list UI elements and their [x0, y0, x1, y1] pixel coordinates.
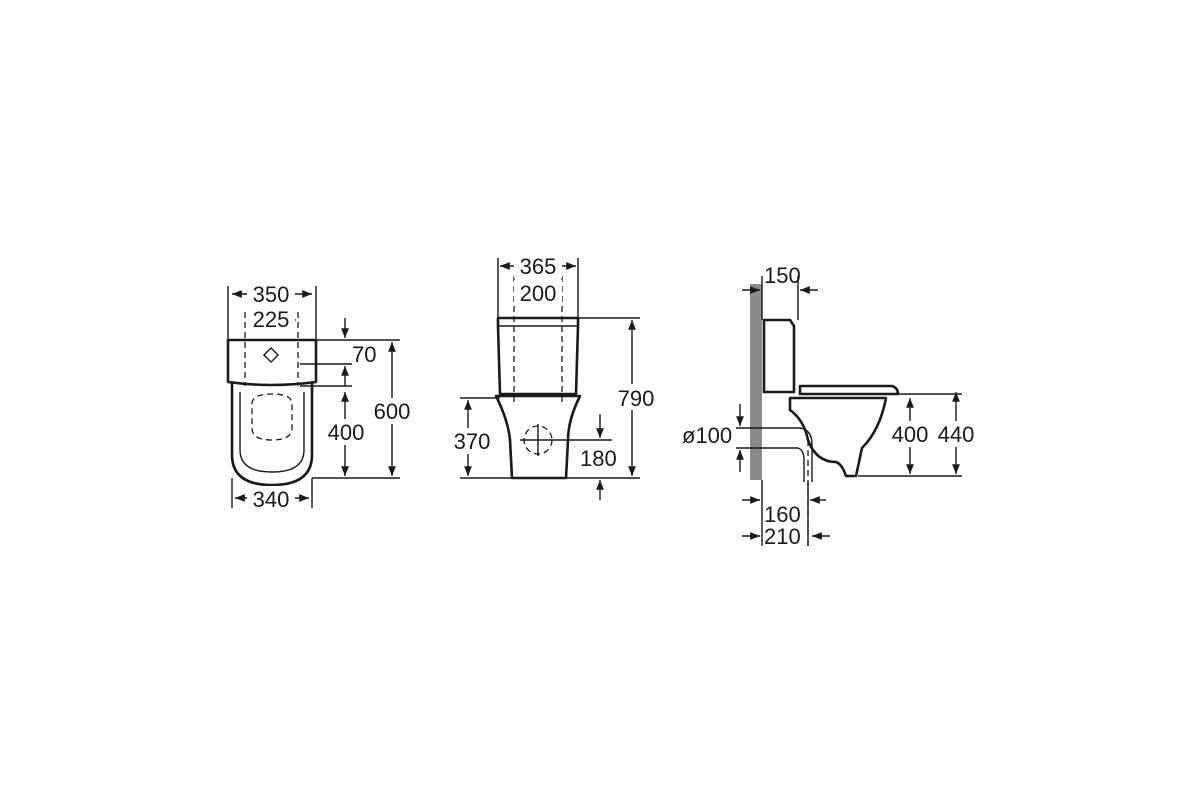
top-view: 350 225 70 400 600 340: [226, 280, 416, 512]
side-tank-outline: [762, 318, 796, 394]
side-outlet-pipe: [776, 427, 813, 482]
dim-350: 350: [253, 282, 290, 307]
dim-790: 790: [618, 386, 655, 411]
side-seat-outline: [798, 384, 900, 396]
dim-365: 365: [520, 254, 557, 279]
dim-210: 210: [764, 524, 801, 549]
dim-340: 340: [253, 487, 290, 512]
dim-600: 600: [374, 399, 411, 424]
side-bowl-outline: [788, 396, 888, 478]
dim-70: 70: [352, 342, 376, 367]
front-tank-outline: [496, 316, 580, 396]
front-view: 365 200 790 370 180: [444, 252, 660, 500]
dim-370: 370: [454, 429, 491, 454]
dim-225: 225: [253, 307, 290, 332]
dim-180: 180: [580, 446, 617, 471]
dim-diameter-100: ø100: [682, 423, 732, 448]
dim-440: 440: [938, 422, 975, 447]
dim-160: 160: [764, 502, 801, 527]
side-view: 150 ø100 400 440 160 210: [682, 263, 980, 549]
top-seat-dashed: [251, 393, 293, 441]
dim-400-side: 400: [892, 422, 929, 447]
dim-200: 200: [520, 281, 557, 306]
top-pan-outline: [230, 380, 314, 487]
top-tank-outline: [226, 338, 318, 387]
wall-hatch: [750, 284, 762, 480]
flush-button-icon: [262, 346, 280, 364]
dim-150: 150: [764, 263, 801, 288]
top-bowl-inner: [239, 392, 305, 473]
dim-400-top: 400: [328, 420, 365, 445]
